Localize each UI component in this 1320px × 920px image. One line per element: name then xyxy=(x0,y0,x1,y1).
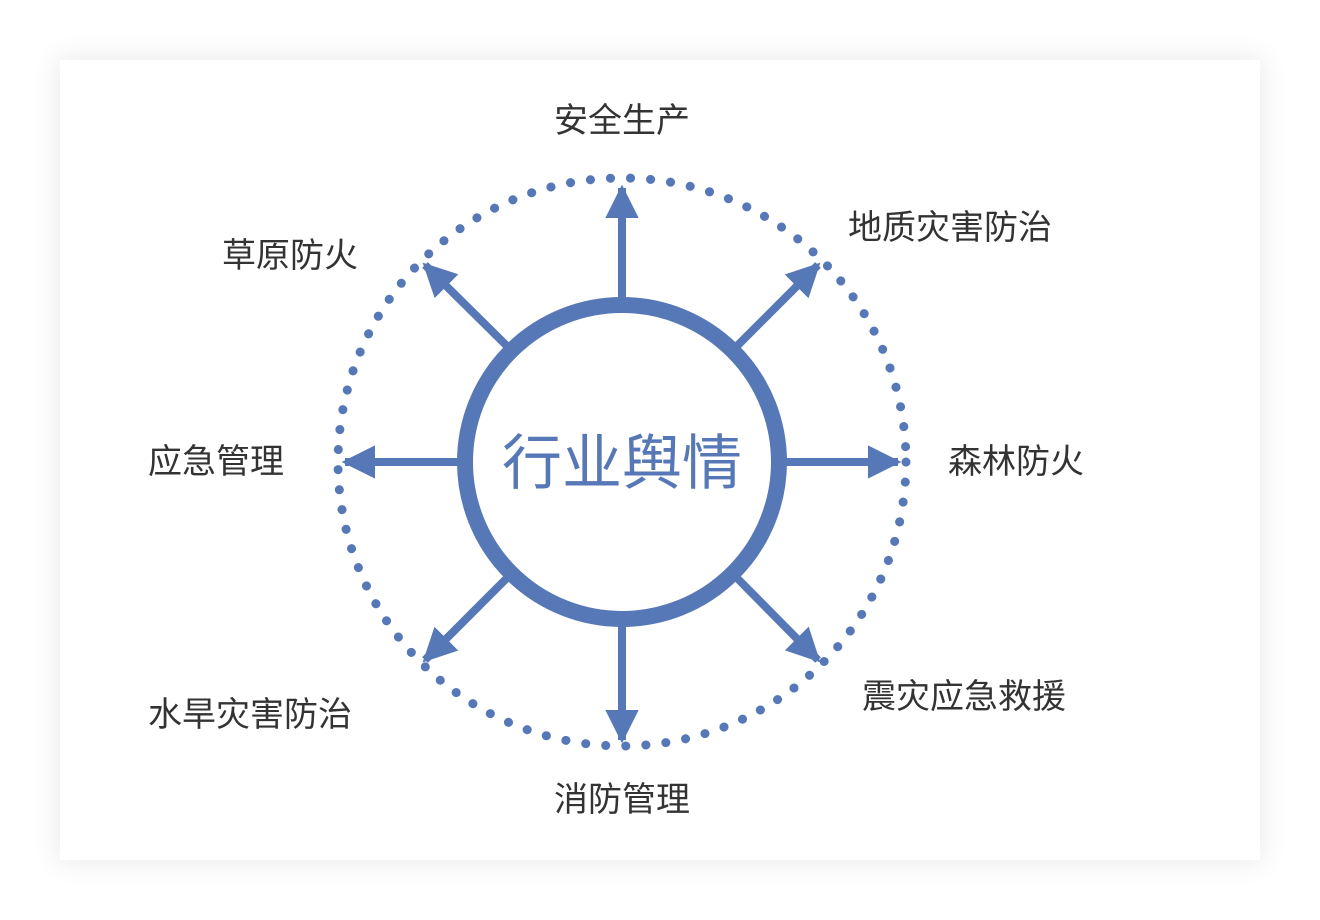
outer-dotted-ring xyxy=(333,173,911,751)
topic-label-bottom-right: 震灾应急救援 xyxy=(862,677,1066,717)
topic-label-top: 安全生产 xyxy=(554,101,690,141)
center-label: 行业舆情 xyxy=(502,429,742,499)
arrow-top-left xyxy=(422,262,511,350)
center-circle xyxy=(457,297,787,627)
topic-label-top-right: 地质灾害防治 xyxy=(848,208,1052,248)
arrow-top-right xyxy=(733,262,821,350)
arrow-bottom-left xyxy=(422,574,511,663)
topic-label-bottom-left: 水旱灾害防治 xyxy=(148,695,352,735)
topic-label-top-left: 草原防火 xyxy=(222,236,358,276)
arrow-bottom-right xyxy=(733,574,821,663)
topic-label-right: 森林防火 xyxy=(948,442,1084,482)
topic-label-bottom: 消防管理 xyxy=(554,780,690,820)
topic-label-left: 应急管理 xyxy=(148,442,284,482)
arrows xyxy=(341,184,902,744)
